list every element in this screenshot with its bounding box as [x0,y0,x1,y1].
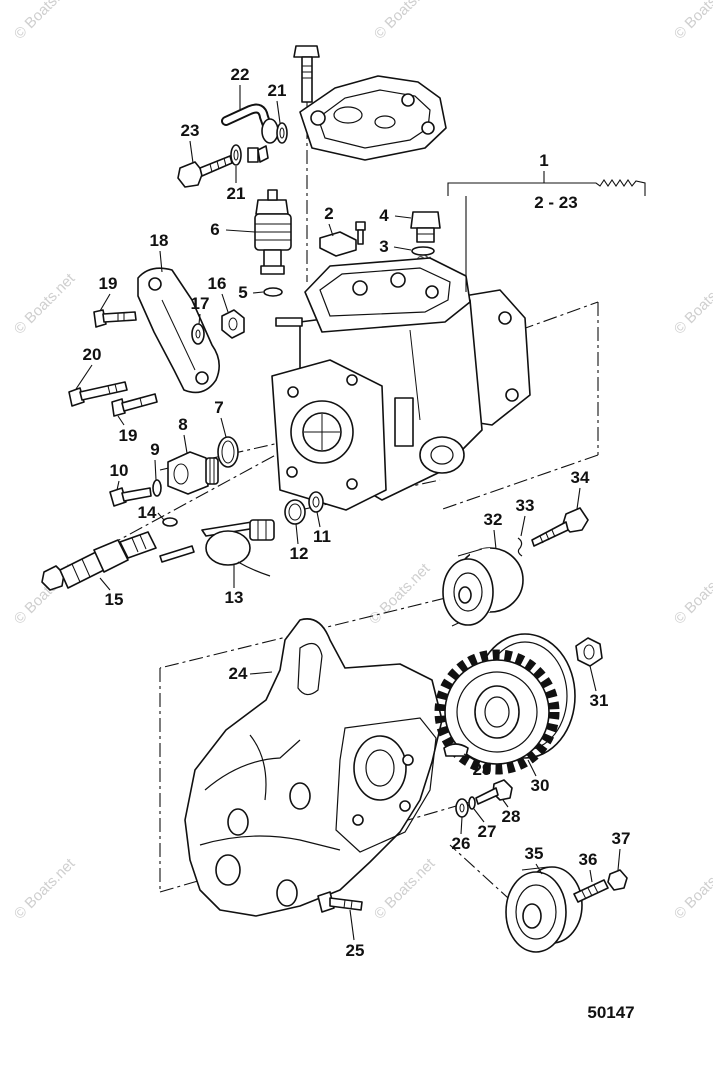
callout-16: 16 [208,274,227,293]
bolt-cap [607,869,628,891]
callout-22: 22 [231,65,250,84]
callout-34: 34 [571,468,590,487]
assembly-bracket-line [447,171,646,292]
watermark: © Boats.net [671,0,713,43]
callout-33: 33 [516,496,535,515]
seal-ring-inner [308,491,324,513]
watermark: © Boats.net [671,855,713,923]
plain-washer [455,798,469,818]
hex-nut [221,309,245,339]
callout-17: 17 [191,294,210,313]
watermark: © Boats.net [366,560,434,628]
gear-bolt [475,779,513,805]
o-ring-small [263,287,283,297]
callout-3: 3 [379,237,388,256]
retaining-clip [319,221,366,257]
cold-start-valve [41,531,157,591]
callout-18: 18 [150,231,169,250]
callout-19-upper: 19 [99,274,118,293]
callout-28: 28 [502,807,521,826]
callout-6: 6 [210,220,219,239]
callout-32: 32 [484,510,503,529]
callout-37: 37 [612,829,631,848]
sealing-washer-lower [230,144,242,166]
cover-bolt [293,45,320,103]
watermark: © Boats.net [671,270,713,338]
figure-number: 50147 [587,1003,634,1022]
callout-26: 26 [452,834,471,853]
callout-labels: 22 21 23 21 1 2 - 23 2 4 3 6 18 19 16 17… [83,65,631,960]
callout-25: 25 [346,941,365,960]
callout-2-23-range: 2 - 23 [534,193,577,212]
callout-29: 29 [473,760,492,779]
callout-13: 13 [225,588,244,607]
pump-drive-gear [434,633,576,775]
callout-27: 27 [478,822,497,841]
valve-washer [152,479,162,497]
leader-lines [75,85,621,941]
callout-2: 2 [324,204,333,223]
sealing-washer-upper [276,122,288,144]
idler-pulley-lower [505,866,583,953]
callout-30: 30 [531,776,550,795]
injection-pump-body [271,257,531,511]
elbow-fitting [221,103,279,163]
idler-bolt [573,879,609,903]
overflow-valve [167,451,219,495]
callout-10: 10 [110,461,129,480]
callout-35: 35 [525,844,544,863]
gear-nut [575,637,603,667]
watermark: © Boats.net [371,855,439,923]
woodruff-key [443,743,469,757]
callout-1: 1 [539,151,548,170]
callout-19-lower: 19 [119,426,138,445]
callout-15: 15 [105,590,124,609]
callout-7: 7 [214,398,223,417]
callout-20: 20 [83,345,102,364]
flat-washer [191,323,205,345]
sealing-washer-fitting [411,246,435,256]
fuel-cutoff-sensor [254,189,292,275]
pump-support-bracket [137,267,220,394]
small-seal-ring [162,517,178,527]
callout-4: 4 [379,206,389,225]
callout-21-lower: 21 [227,184,246,203]
callout-21-upper: 21 [268,81,287,100]
callout-11: 11 [313,527,331,546]
bracket-bolt-long [68,381,128,407]
callout-9: 9 [150,440,159,459]
lock-washer [517,537,523,557]
callout-36: 36 [579,850,598,869]
o-ring [217,436,239,468]
watermark: © Boats.net [11,0,79,43]
watermark: © Boats.net [371,0,439,43]
callout-8: 8 [178,415,187,434]
watermark: © Boats.net [671,560,713,628]
spring-washer [468,796,476,810]
bracket-bolt-upper [93,309,137,328]
callout-31: 31 [590,691,609,710]
bracket-bolt-lower [111,393,158,417]
callout-14: 14 [138,503,157,522]
callout-24: 24 [229,664,248,683]
watermark: © Boats.net [11,270,79,338]
pump-mounting-bracket [184,618,443,917]
banjo-bolt-return [109,487,152,507]
callout-5: 5 [238,283,247,302]
callout-23: 23 [181,121,200,140]
delivery-valve-fitting [410,211,441,243]
bracket-bolt [317,891,363,913]
banjo-bolt [177,155,233,188]
pump-cover [299,75,447,161]
idler-pulley-upper [442,547,524,627]
watermark: © Boats.net [11,855,79,923]
seal-ring-outer [284,499,306,525]
callout-12: 12 [290,544,309,563]
pulley-bolt [531,507,589,547]
fuel-solenoid [159,519,275,577]
